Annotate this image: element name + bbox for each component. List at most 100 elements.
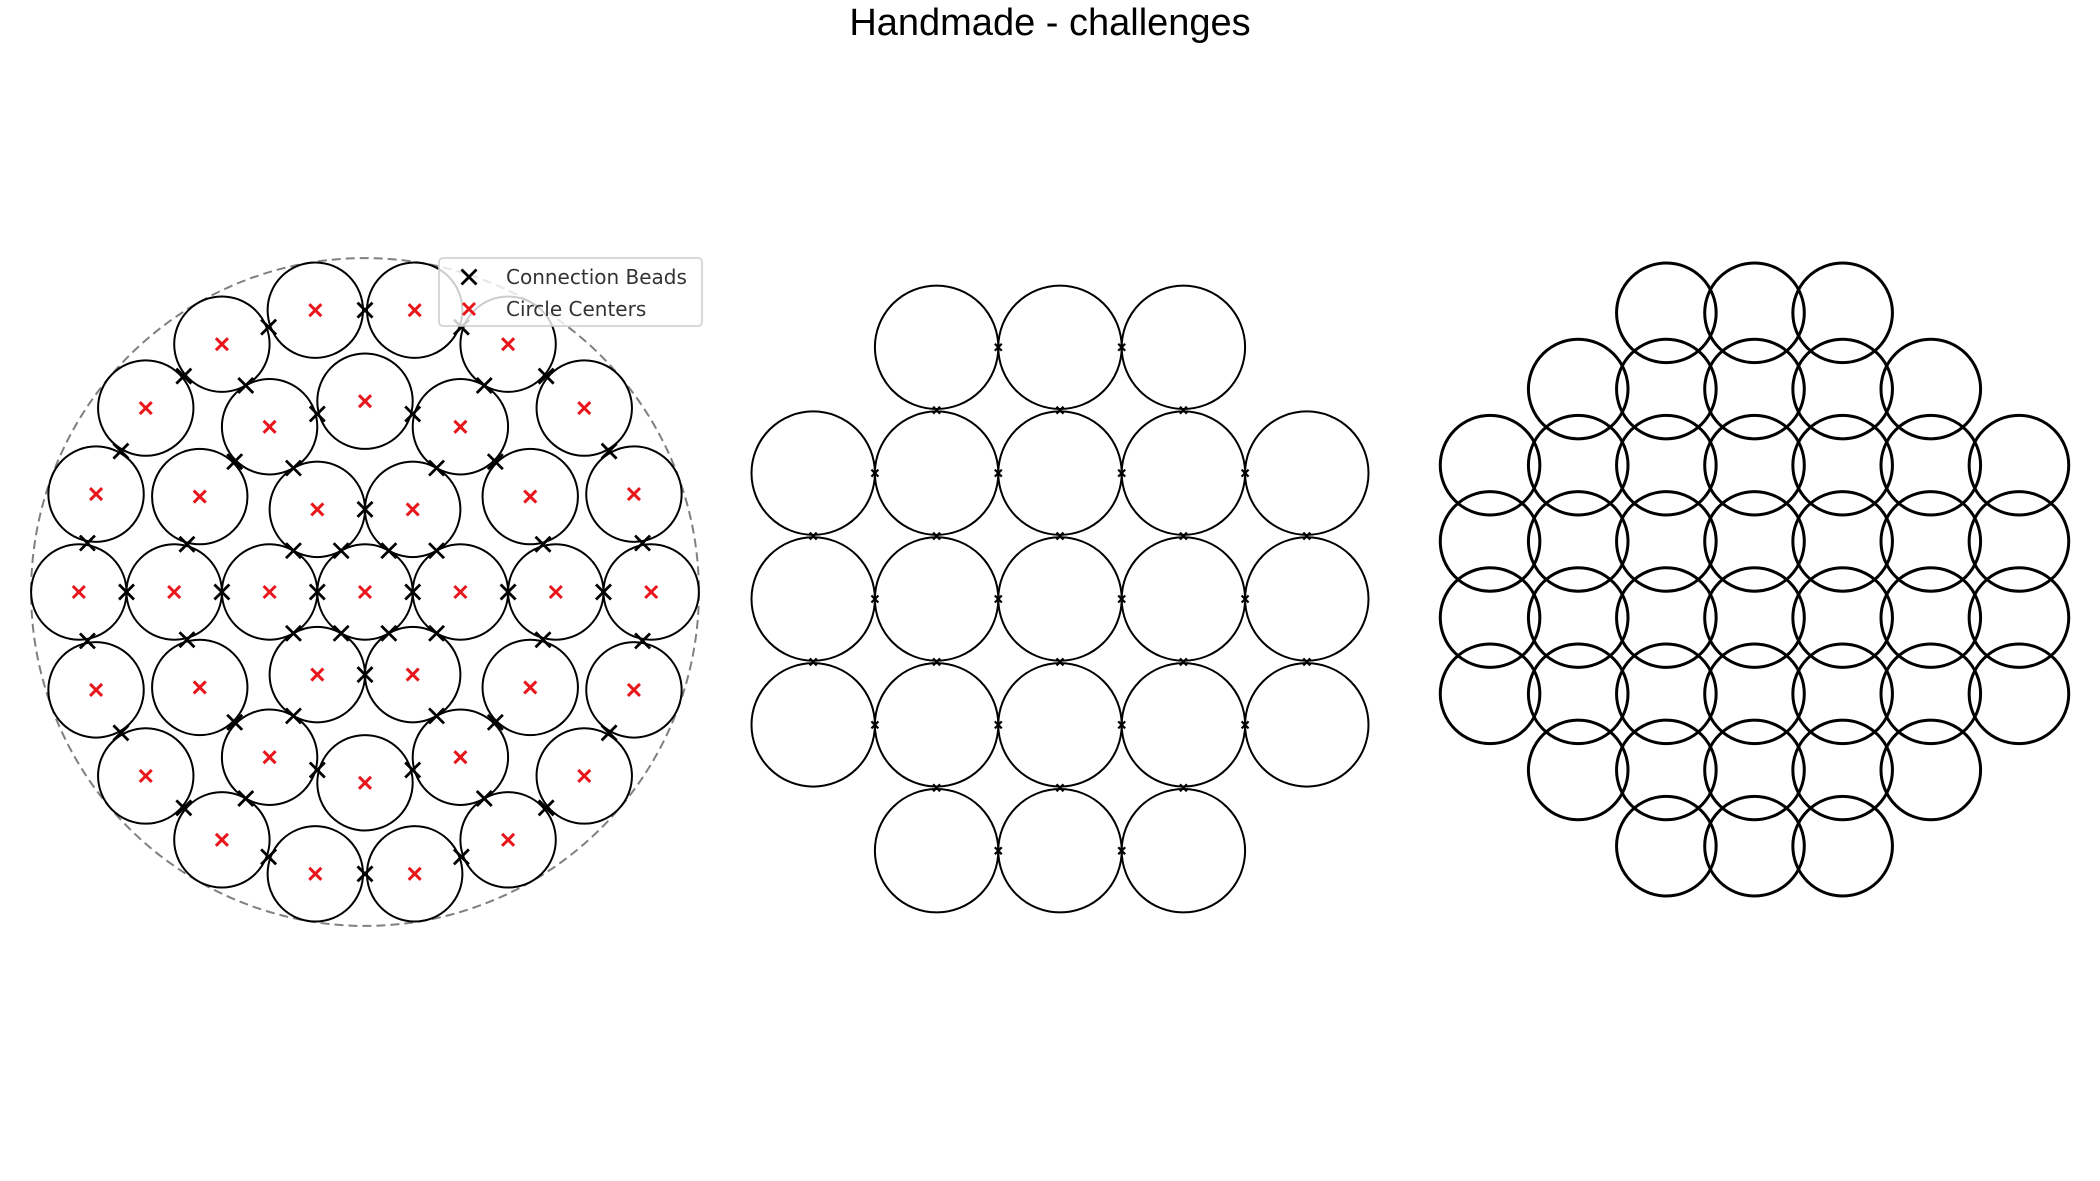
- x-stroke: [577, 400, 592, 416]
- grid-circle: [997, 788, 1123, 914]
- connection-bead-marker: [284, 459, 302, 477]
- x-stroke: [1240, 720, 1250, 730]
- x-stroke: [175, 799, 193, 817]
- overlap-circle: [1703, 413, 1806, 517]
- connection-bead-marker: [284, 624, 302, 642]
- circle-center-marker: [310, 667, 325, 682]
- connection-bead-marker: [486, 453, 504, 471]
- x-stroke: [1055, 657, 1065, 667]
- connection-bead-marker: [380, 624, 398, 642]
- x-stroke: [428, 707, 446, 725]
- x-stroke: [1117, 342, 1126, 352]
- overlap-circle: [1791, 490, 1894, 593]
- connection-bead-marker: [452, 848, 470, 866]
- grid-circle: [1120, 284, 1247, 410]
- legend-marker-circle-centers: [461, 301, 477, 317]
- overlap-circle: [1526, 718, 1630, 822]
- overlap-circle: [1791, 413, 1894, 517]
- grid-circle: [750, 536, 876, 662]
- connection-bead-marker: [600, 724, 618, 742]
- connection-bead-legend-icon: [460, 268, 478, 286]
- x-stroke: [499, 583, 517, 601]
- x-stroke: [577, 768, 592, 784]
- connection-bead-marker: [994, 342, 1003, 352]
- grid-circle: [997, 410, 1123, 536]
- connection-bead-marker: [428, 459, 446, 477]
- x-stroke: [932, 783, 941, 793]
- overlap-circle: [1526, 337, 1630, 441]
- connection-bead-marker: [1117, 720, 1126, 730]
- connection-bead-marker: [226, 453, 244, 471]
- connection-bead-marker: [404, 405, 422, 423]
- bead-circle: [411, 708, 510, 806]
- x-stroke: [213, 583, 231, 601]
- x-stroke: [356, 500, 374, 518]
- figure-title: Handmade - challenges: [849, 2, 1251, 44]
- connection-bead-marker: [932, 783, 941, 793]
- x-stroke: [308, 583, 326, 601]
- x-stroke: [428, 624, 446, 642]
- overlap-circle: [1967, 413, 2071, 517]
- circle-center-marker: [626, 487, 642, 502]
- bead-circle: [173, 295, 271, 393]
- x-stroke: [808, 531, 818, 541]
- x-stroke: [452, 848, 470, 866]
- x-stroke: [237, 376, 255, 394]
- overlap-circle: [1879, 413, 1983, 517]
- x-stroke: [808, 657, 818, 667]
- bead-circle: [220, 708, 319, 806]
- bead-circle: [535, 359, 633, 457]
- x-stroke: [308, 405, 326, 423]
- x-stroke: [357, 584, 373, 600]
- connection-bead-marker: [1179, 783, 1188, 793]
- connection-bead-marker: [1240, 720, 1250, 730]
- connection-bead-marker: [284, 542, 302, 560]
- overlap-circle: [1615, 490, 1718, 593]
- x-stroke: [284, 542, 302, 560]
- connection-bead-marker: [428, 542, 446, 560]
- overlap-circle: [1791, 642, 1894, 746]
- x-stroke: [475, 790, 493, 808]
- x-stroke: [88, 682, 104, 697]
- x-stroke: [634, 632, 652, 650]
- connection-bead-marker: [356, 500, 374, 518]
- x-stroke: [932, 531, 941, 541]
- x-stroke: [138, 768, 153, 784]
- legend-label-circle-centers: Circle Centers: [506, 297, 646, 321]
- connection-bead-marker: [404, 583, 422, 601]
- x-stroke: [356, 865, 374, 883]
- connection-bead-marker: [112, 442, 130, 460]
- x-stroke: [284, 459, 302, 477]
- connection-bead-marker: [356, 666, 374, 684]
- overlap-circle: [1791, 718, 1894, 822]
- bead-circle: [173, 791, 271, 889]
- connection-bead-marker: [1240, 468, 1250, 478]
- x-stroke: [870, 720, 880, 730]
- overlap-circle: [1526, 566, 1630, 669]
- x-stroke: [453, 750, 468, 765]
- x-stroke: [534, 535, 552, 553]
- x-stroke: [112, 442, 130, 460]
- bead-circle: [481, 638, 579, 737]
- x-stroke: [537, 367, 555, 385]
- x-stroke: [407, 866, 422, 881]
- bead-circle: [47, 445, 145, 543]
- x-stroke: [262, 750, 277, 765]
- circle-center-marker: [453, 419, 468, 434]
- connection-bead-marker: [284, 707, 302, 725]
- grid-circle: [750, 662, 876, 788]
- circle-center-marker: [577, 768, 592, 784]
- overlap-circle: [1879, 337, 1983, 441]
- x-stroke: [214, 832, 229, 847]
- x-stroke: [260, 318, 278, 336]
- circle-center-legend-icon: [461, 301, 477, 317]
- bead-circle: [266, 261, 365, 359]
- x-stroke: [428, 459, 446, 477]
- x-stroke: [404, 761, 422, 779]
- x-stroke: [634, 534, 652, 552]
- overlap-circle: [1438, 490, 1542, 593]
- connection-bead-marker: [994, 720, 1003, 730]
- x-stroke: [405, 667, 420, 682]
- connection-bead-marker: [237, 790, 255, 808]
- connection-bead-marker: [404, 761, 422, 779]
